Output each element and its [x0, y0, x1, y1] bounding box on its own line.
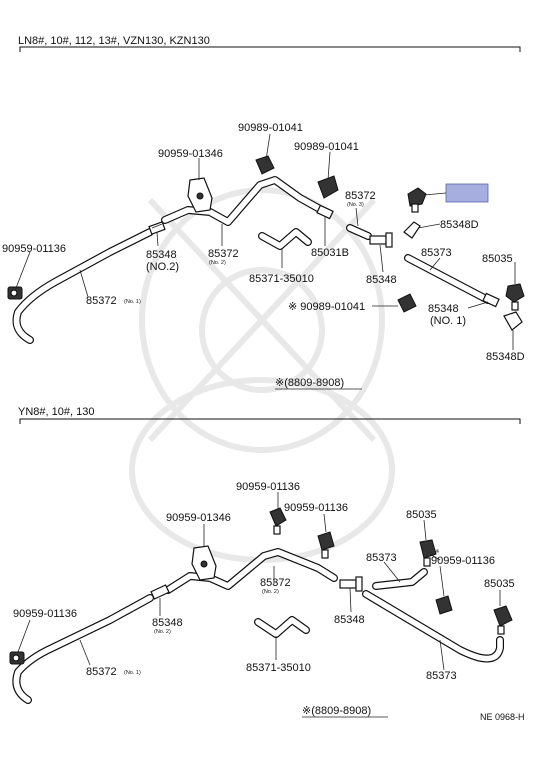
label2-85372-no2-sub: (No. 2) — [262, 589, 279, 595]
label2-85373-a: 85373 — [366, 552, 397, 564]
label-85348-no2: 85348 — [146, 249, 177, 261]
section-1-header: LN8#, 10#, 112, 13#, VZN130, KZN130 — [18, 35, 210, 47]
label-85348-no2-sub: (NO.2) — [146, 261, 179, 273]
label-85372-no3-sub: (No. 3) — [347, 202, 364, 208]
hose2-85372-no2 — [164, 548, 338, 594]
hose-85372-no3 — [346, 224, 372, 240]
section-2: YN8#, 10#, 130 — [9, 406, 521, 718]
label2-90959-01346: 90959-01346 — [166, 512, 231, 524]
label-85348-no1: 85348 — [428, 303, 459, 315]
label-85372-no3: 85372 — [345, 190, 376, 202]
tee-85348 — [369, 232, 393, 248]
label2-85035-right: 85035 — [484, 578, 515, 590]
section-2-header: YN8#, 10#, 130 — [18, 406, 94, 418]
clip-90989-star — [397, 293, 417, 313]
label-85372-no1-sub: (No. 1) — [124, 299, 141, 305]
hose-85372-no2 — [161, 176, 322, 226]
valve-85035-topright — [407, 187, 427, 213]
label2-90959-01136-left: 90959-01136 — [13, 608, 77, 620]
label-85372-no1: 85372 — [86, 295, 117, 307]
date-note-2: ※(8809-8908) — [302, 705, 371, 717]
tee2-85348 — [339, 576, 363, 592]
date-note-1: ※(8809-8908) — [275, 377, 344, 389]
hose2-85373-short — [372, 568, 428, 590]
valve-85035-right — [505, 283, 525, 311]
label-85373: 85373 — [421, 247, 452, 259]
label-85348d-b: 85348D — [486, 351, 525, 363]
section-1: LN8#, 10#, 112, 13#, VZN130, KZN130 — [2, 35, 525, 390]
label2-85372-no1-sub: (No. 1) — [124, 670, 141, 676]
leader-lines-2 — [17, 492, 501, 671]
label-90989-01041-star: ※ 90989-01041 — [288, 301, 365, 313]
figure-code: NE 0968-H — [480, 712, 525, 722]
label-90989-01041-right: 90989-01041 — [294, 141, 359, 153]
label-85372-no2: 85372 — [208, 248, 239, 260]
valve2-85035-right — [493, 605, 513, 635]
label2-85035-top: 85035 — [406, 509, 437, 521]
bracket2-90959-01346 — [191, 545, 217, 581]
label2-star: ※ — [435, 548, 440, 555]
label2-90959-01136-right: 90959-01136 — [284, 502, 348, 514]
clip-90989-01041-top — [255, 155, 275, 175]
elbow-85348d-b — [503, 311, 523, 331]
label2-85371-35010: 85371-35010 — [246, 662, 311, 674]
label2-85348-no2: 85348 — [152, 617, 183, 629]
hose2-85372-no1 — [12, 594, 154, 704]
joint-85348-no1 — [482, 292, 500, 308]
joint-85348-no2 — [148, 221, 166, 235]
label-85035: 85035 — [482, 253, 513, 265]
hose-85373 — [404, 254, 492, 304]
section-1-bracket — [19, 46, 521, 52]
label2-85348-no2-sub: (No. 2) — [154, 629, 171, 635]
highlight-box[interactable] — [445, 183, 489, 203]
joint-85031b — [316, 204, 334, 220]
label-85031b: 85031B — [311, 247, 349, 259]
watermark-emblem — [129, 187, 395, 563]
clamp2-90959-01136-top — [269, 507, 287, 535]
elbow-85348d-a — [403, 221, 421, 239]
label-90989-01041-top: 90989-01041 — [238, 122, 303, 134]
section-2-bracket — [19, 418, 521, 424]
clamp-90959-01136 — [7, 286, 23, 300]
valve2-85035-top — [419, 539, 437, 567]
clamp2-90959-01136-left — [9, 651, 25, 665]
hose2-85373-long — [362, 590, 504, 663]
label2-85372-no1: 85372 — [86, 666, 117, 678]
label-85348-mid: 85348 — [366, 274, 397, 286]
clamp2-90959-01136-star — [435, 595, 453, 615]
label-90959-01136: 90959-01136 — [2, 243, 66, 255]
label-85372-no2-sub: (No. 2) — [209, 260, 226, 266]
label2-85373-b: 85373 — [426, 670, 457, 682]
joint2-85348-no2 — [150, 584, 170, 600]
clip-90989-01041-right — [317, 175, 339, 199]
pipe2-85371 — [254, 616, 310, 638]
hose-85372-no1 — [12, 228, 154, 344]
label-85348-no1-sub: (NO. 1) — [430, 315, 466, 327]
label-85371-35010: 85371-35010 — [249, 273, 314, 285]
label2-90959-01136-top: 90959-01136 — [236, 481, 300, 493]
label2-85372-no2: 85372 — [260, 577, 291, 589]
clamp2-90959-01136-right — [317, 531, 335, 559]
label-85348d-a: 85348D — [440, 219, 479, 231]
label2-90959-01136-star: 90959-01136 — [431, 555, 495, 567]
pipe-85371 — [258, 228, 312, 250]
label-90959-01346: 90959-01346 — [158, 148, 223, 160]
bracket-90959-01346 — [187, 177, 213, 213]
leader-lines-1 — [15, 133, 516, 350]
label2-85348-mid: 85348 — [334, 614, 365, 626]
